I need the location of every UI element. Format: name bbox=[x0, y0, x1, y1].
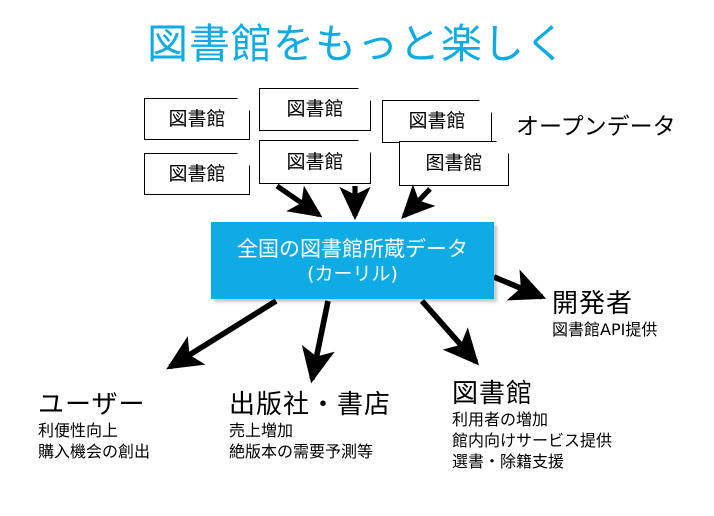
library-source-box-label: 図書館 bbox=[286, 98, 344, 120]
arrow-center-to-user bbox=[166, 298, 278, 370]
arrow-box3-to-center bbox=[275, 183, 323, 218]
outcome-library-detail: 選書・除籍支援 bbox=[452, 452, 565, 471]
open-data-label: オープンデータ bbox=[516, 114, 676, 140]
arrow-center-to-developer bbox=[492, 269, 547, 301]
outcome-user-heading: ユーザー bbox=[38, 390, 146, 420]
arrow-center-to-library bbox=[419, 299, 479, 366]
central-data-box: 全国の図書館所蔵データ (カーリル) bbox=[211, 222, 494, 299]
library-source-box-label: 図書館 bbox=[168, 107, 226, 130]
library-source-box-label: 図書館 bbox=[286, 150, 344, 173]
library-source-box-label: 図書館 bbox=[168, 162, 226, 185]
library-source-box: 图書館 bbox=[399, 141, 509, 186]
library-source-box-label: 图書館 bbox=[425, 152, 483, 174]
outcome-library: 図書館 利用者の増加 館内向けサービス提供 選書・除籍支援 bbox=[452, 379, 612, 472]
outcome-developer: 開発者 図書館API提供 bbox=[552, 289, 657, 340]
outcome-user-detail: 利便性向上 bbox=[38, 421, 119, 440]
arrow-center-to-publisher bbox=[301, 300, 335, 384]
library-source-box: 図書館 bbox=[382, 100, 492, 143]
central-data-box-line2: (カーリル) bbox=[307, 262, 398, 285]
outcome-publisher: 出版社・書店 売上増加 絶版本の需要予測等 bbox=[229, 390, 391, 462]
library-source-box: 図書館 bbox=[259, 88, 371, 131]
library-source-box: 図書館 bbox=[259, 140, 371, 184]
page-title: 図書館をもっと楽しく bbox=[147, 20, 567, 68]
outcome-publisher-detail: 売上増加 bbox=[229, 421, 294, 440]
outcome-publisher-detail: 絶版本の需要予測等 bbox=[229, 442, 374, 461]
outcome-library-heading: 図書館 bbox=[452, 379, 534, 409]
library-source-box: 図書館 bbox=[144, 153, 250, 195]
outcome-library-detail: 利用者の増加 bbox=[452, 410, 549, 429]
outcome-user: ユーザー 利便性向上 購入機会の創出 bbox=[38, 390, 150, 462]
outcome-publisher-heading: 出版社・書店 bbox=[229, 390, 392, 420]
outcome-user-detail: 購入機会の創出 bbox=[38, 442, 151, 461]
outcome-library-detail: 館内向けサービス提供 bbox=[452, 431, 613, 450]
library-source-box: 図書館 bbox=[144, 98, 250, 140]
outcome-developer-detail: 図書館API提供 bbox=[552, 320, 658, 339]
arrow-box6-to-center bbox=[401, 184, 436, 219]
outcome-developer-heading: 開発者 bbox=[552, 289, 634, 319]
central-data-box-line1: 全国の図書館所蔵データ bbox=[237, 236, 468, 261]
library-source-box-label: 図書館 bbox=[408, 110, 466, 132]
